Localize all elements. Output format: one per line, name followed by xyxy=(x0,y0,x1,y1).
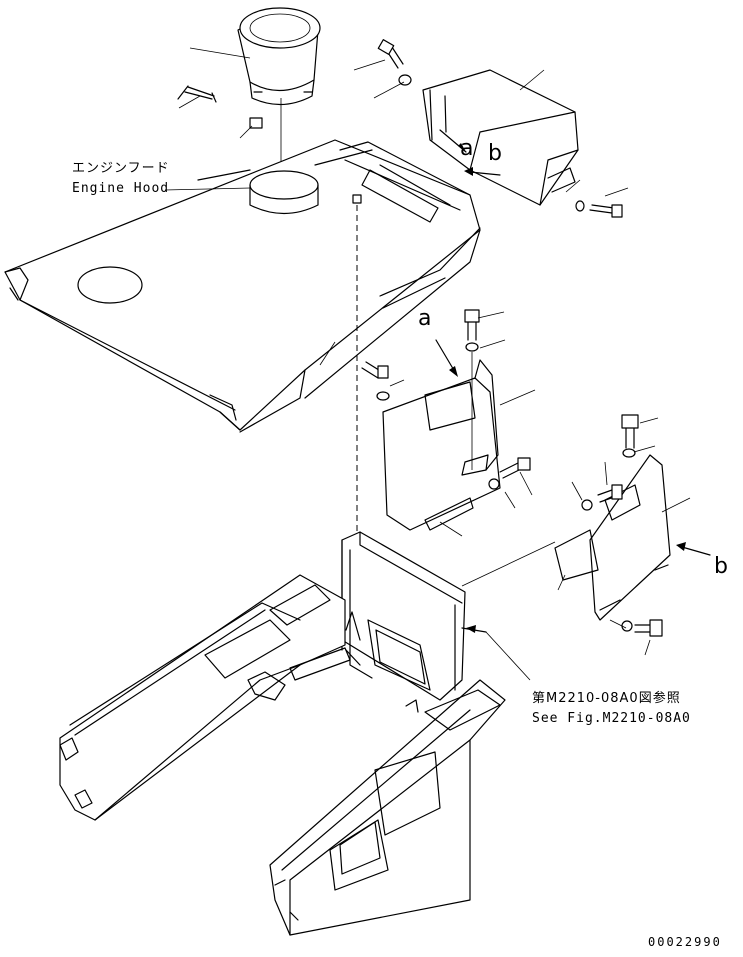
washer xyxy=(376,391,390,401)
see-figure-label-en: See Fig.M2210-08A0 xyxy=(532,711,691,726)
center-column xyxy=(341,531,466,713)
leader-line xyxy=(461,541,556,587)
arrow-head xyxy=(464,167,473,176)
leader-line xyxy=(519,471,533,496)
arrow-head xyxy=(466,625,476,633)
bolt xyxy=(464,309,480,341)
leader-line xyxy=(557,574,566,591)
drawing-number: 00022990 xyxy=(648,935,722,949)
leader-line xyxy=(477,311,505,319)
leader-line xyxy=(639,417,659,424)
bracket-plate-b xyxy=(554,454,671,621)
leader-line xyxy=(178,95,201,109)
arrow-head xyxy=(449,366,458,377)
leader-line xyxy=(353,59,386,71)
arrow-head xyxy=(458,143,466,152)
leader-line xyxy=(499,389,536,406)
view-arrow xyxy=(469,171,501,176)
leader-line xyxy=(565,179,581,193)
bracket-plate-a xyxy=(382,359,501,531)
arrow-head xyxy=(676,542,686,551)
leader-line xyxy=(164,187,251,191)
see-figure-label-jp: 第M2210-08A0図参照 xyxy=(532,691,681,706)
leader-line xyxy=(661,497,691,513)
pipe-clamp-bolt xyxy=(177,85,217,103)
leader-line xyxy=(239,125,253,139)
view-b-label: b xyxy=(488,141,502,166)
leader-line xyxy=(189,47,251,59)
bolt xyxy=(621,414,639,449)
washer xyxy=(621,620,633,632)
leader-line xyxy=(604,461,608,486)
washer xyxy=(465,342,479,352)
leader-line xyxy=(633,445,656,453)
engine-hood xyxy=(4,139,481,433)
leader-line xyxy=(609,619,627,629)
washer xyxy=(581,499,593,511)
bolt xyxy=(361,361,389,379)
view-a-label: a xyxy=(418,306,432,331)
left-floor-frame xyxy=(59,574,351,821)
bolt xyxy=(499,457,531,479)
nut xyxy=(249,117,263,129)
leader-line xyxy=(604,187,629,197)
washer xyxy=(488,478,500,490)
top-cover xyxy=(422,69,579,206)
leader-line xyxy=(479,339,506,349)
view-arrow xyxy=(435,339,456,373)
leader-line xyxy=(571,481,583,501)
leader-line xyxy=(389,379,405,387)
view-arrow xyxy=(681,546,711,556)
engine-hood-label-en: Engine Hood xyxy=(72,181,170,196)
washer xyxy=(398,74,412,86)
right-floor-frame xyxy=(269,679,506,936)
leader-line xyxy=(644,639,651,656)
view-a-label: a xyxy=(460,136,474,161)
nut xyxy=(352,194,362,204)
washer xyxy=(622,448,636,458)
leader-line xyxy=(439,521,463,537)
exhaust-pipe xyxy=(237,7,321,106)
leader-line xyxy=(319,341,336,366)
leader-line xyxy=(485,631,531,681)
bolt xyxy=(597,484,623,503)
view-b-label: b xyxy=(714,554,728,579)
engine-hood-label-jp: エンジンフード xyxy=(72,161,170,176)
bolt xyxy=(589,204,623,218)
leader-line xyxy=(504,491,516,509)
bolt xyxy=(634,619,663,637)
bolt xyxy=(377,39,404,69)
leader-line xyxy=(519,69,545,91)
leader-line xyxy=(373,81,405,99)
washer xyxy=(575,200,585,212)
